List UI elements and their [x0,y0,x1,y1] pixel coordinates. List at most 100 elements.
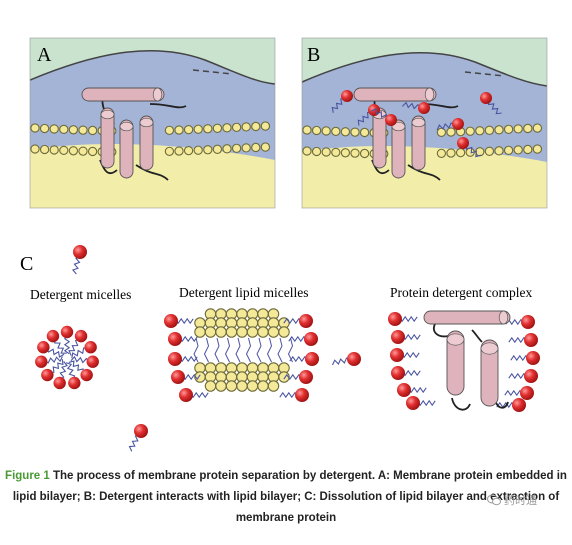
detergent-tail [508,372,528,380]
lipid-tail [245,337,252,363]
lipid-head [532,144,543,154]
lipid-head [523,144,533,155]
lipid-head [39,123,50,134]
detergent-tail [370,107,389,119]
lipid-tail [214,337,220,363]
detergent-head [397,383,411,397]
protein-helix-end [139,117,154,128]
lipid-head [503,145,514,155]
lipid-head [68,146,79,156]
detergent-head [520,386,534,400]
detergent-head [60,325,74,339]
lipid-head [436,148,447,159]
protein-loop [135,164,169,181]
detergent-tail [504,389,524,397]
protein-helix-end [424,87,435,102]
lipid-head [236,380,248,392]
lipid-head [39,144,50,155]
lipid-head [164,125,175,136]
lipid-head [350,148,360,158]
detergent-tail [46,348,65,358]
lipid-tail [235,337,241,363]
protein-loop [149,103,187,109]
detergent-head [53,376,66,390]
detergent-tail [174,317,194,325]
protein-helix [100,107,115,169]
protein-helix-end [391,121,406,132]
detergent-head [305,352,319,366]
lipid-head [475,126,485,136]
detergent-tail [510,354,530,362]
detergent-tail [401,333,421,341]
lipid-head [465,126,475,136]
panel-a-frame [29,37,276,209]
detergent-tail [63,335,71,355]
detergent-tail [288,335,308,343]
lipid-head [251,142,261,153]
detergent-head [341,90,353,102]
lipid-head [331,147,341,158]
protein-helix [391,119,406,179]
lipid-head [225,326,238,338]
panel-a-dashed-line [192,69,233,75]
lipid-head [212,123,223,133]
lipid-head [78,125,88,135]
lipid-head [222,144,232,154]
detergent-tail [289,355,309,363]
panel-b [302,38,547,208]
lipid-head [523,123,533,134]
detergent-tail [401,369,421,377]
protein-helix-horizontal [81,87,165,102]
panel-a-cytoplasm-zone [30,144,275,208]
lipid-head [164,146,175,157]
lipid-head [87,146,98,157]
lipid-head [231,143,242,153]
lipid-head [321,147,331,157]
detergent-head [391,366,405,380]
detergent-head [74,329,88,343]
lipid-head [215,326,227,338]
lipid-tail [266,337,273,363]
detergent-tail [70,355,90,364]
lipid-head [267,380,280,392]
detergent-head [512,398,526,412]
detergent-tail [68,360,85,373]
lipid-head [246,326,259,338]
detergent-tail [331,98,345,113]
protein-loop [407,164,441,181]
panel-b-boundary-line [302,52,547,87]
detergent-tail [401,101,421,110]
detergent-tail [487,100,502,115]
detergent-tail [436,122,455,131]
panel-b-cytoplasm-zone [302,146,547,208]
lipid-head [260,142,271,152]
detergent-head [168,332,182,346]
detergent-tail [178,335,198,343]
lipid-head [193,145,203,155]
detergent-tail [416,399,436,407]
detergent-tail [181,373,201,381]
protein-loop [451,397,471,411]
lipid-head [340,127,351,137]
lipid-head [215,380,227,392]
panel-c: C Detergent micelles Detergent lipid mic… [20,245,540,452]
title-detergent-micelles: Detergent micelles [30,287,131,302]
protein-helix-end [411,117,426,128]
detergent-tail [71,347,88,359]
lipid-head [260,121,271,131]
lipid-head [174,146,184,156]
detergent-micelle [35,325,99,390]
lipid-head [484,146,495,156]
lipid-head [49,145,59,155]
detergent-head [164,314,178,328]
lipid-head [436,127,447,138]
detergent-head [304,332,318,346]
detergent-head [385,114,397,126]
lipid-head [359,127,370,138]
protein-helix-end [152,87,163,102]
caption-text: The process of membrane protein separati… [12,470,567,524]
protein-helix [480,339,499,407]
panel-b-lipid-bilayer [302,123,543,159]
lipid-tail [203,337,210,363]
